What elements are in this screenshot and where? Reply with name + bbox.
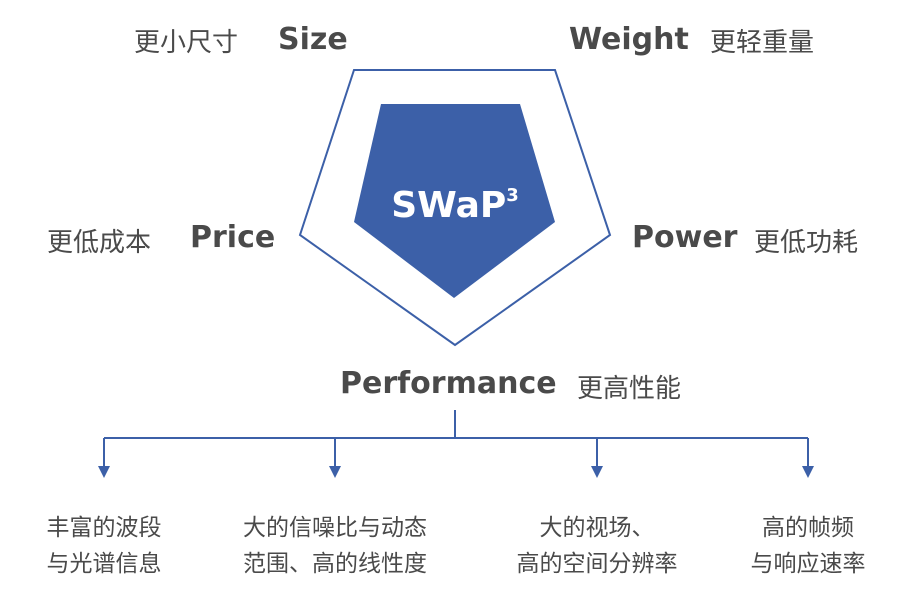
size-en-label: Size — [278, 22, 348, 57]
inner-pentagon — [354, 104, 555, 298]
arrowhead-4 — [802, 466, 814, 478]
leaf-1-line-2: 与光谱信息 — [46, 551, 162, 577]
price-cn-label: 更低成本 — [47, 228, 152, 258]
leaf-4-line-2: 与响应速率 — [750, 551, 866, 577]
leaf-3-line-1: 大的视场、 — [539, 515, 655, 541]
arrowhead-2 — [329, 466, 341, 478]
leaf-4-line-1: 高的帧频 — [762, 515, 854, 541]
leaf-2: 大的信噪比与动态 范围、高的线性度 — [225, 510, 445, 582]
performance-cn-label: 更高性能 — [577, 374, 682, 404]
center-label: SWaP3 — [370, 185, 540, 226]
power-cn-label: 更低功耗 — [754, 228, 859, 258]
leaf-3-line-2: 高的空间分辨率 — [516, 551, 678, 577]
power-en-label: Power — [632, 220, 738, 255]
price-en-label: Price — [190, 220, 276, 255]
weight-en-label: Weight — [569, 22, 689, 57]
weight-cn-label: 更轻重量 — [710, 28, 815, 58]
performance-en-label: Performance — [340, 366, 557, 401]
leaf-2-line-1: 大的信噪比与动态 — [243, 515, 427, 541]
arrowhead-1 — [98, 466, 110, 478]
leaf-1-line-1: 丰富的波段 — [46, 515, 162, 541]
leaf-4: 高的帧频 与响应速率 — [718, 510, 898, 582]
leaf-1: 丰富的波段 与光谱信息 — [14, 510, 194, 582]
center-main: SWaP — [391, 185, 507, 226]
leaf-2-line-2: 范围、高的线性度 — [243, 551, 427, 577]
size-cn-label: 更小尺寸 — [134, 28, 239, 58]
leaf-3: 大的视场、 高的空间分辨率 — [497, 510, 697, 582]
arrowhead-3 — [591, 466, 603, 478]
outer-pentagon — [298, 69, 612, 347]
center-superscript: 3 — [506, 185, 519, 206]
